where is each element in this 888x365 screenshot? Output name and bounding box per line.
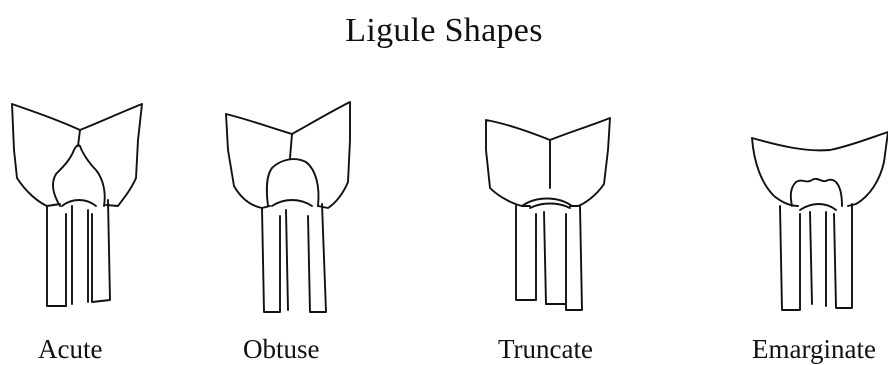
shape-label-truncate: Truncate [498, 334, 593, 365]
truncate-sheath-left [516, 206, 536, 300]
emarginate-sheath-right [834, 204, 852, 308]
obtuse-sheath-right [308, 204, 326, 312]
ligule-obtuse-drawing [226, 102, 350, 312]
truncate-sheath-edge [544, 212, 546, 304]
emarginate-sheath-edge [810, 212, 812, 304]
ligule-acute-drawing [12, 104, 142, 306]
shape-label-obtuse: Obtuse [243, 334, 320, 365]
emarginate-ligule [791, 179, 842, 206]
emarginate-sheath-inner [800, 204, 836, 210]
truncate-sheath-right [566, 206, 582, 310]
shape-label-emarginate: Emarginate [752, 334, 876, 365]
ligule-emarginate-drawing [752, 132, 888, 310]
acute-midrib [78, 130, 80, 146]
acute-sheath-inner [62, 200, 96, 206]
obtuse-midrib [290, 134, 292, 158]
truncate-collar-outline [486, 118, 610, 206]
emarginate-sheath-left [780, 206, 800, 310]
acute-sheath-left [47, 206, 66, 306]
obtuse-sheath-left [262, 208, 280, 312]
shape-label-acute: Acute [38, 334, 102, 365]
truncate-sheath-inner [530, 204, 570, 209]
acute-collar-outline [12, 104, 142, 206]
emarginate-collar-outline [752, 132, 888, 206]
obtuse-sheath-edge [286, 210, 288, 310]
obtuse-collar-outline [226, 102, 350, 208]
obtuse-sheath-inner [272, 200, 312, 206]
acute-ligule [53, 145, 105, 206]
obtuse-ligule [267, 159, 319, 206]
acute-sheath-right [92, 200, 110, 302]
ligule-truncate-drawing [486, 118, 610, 310]
